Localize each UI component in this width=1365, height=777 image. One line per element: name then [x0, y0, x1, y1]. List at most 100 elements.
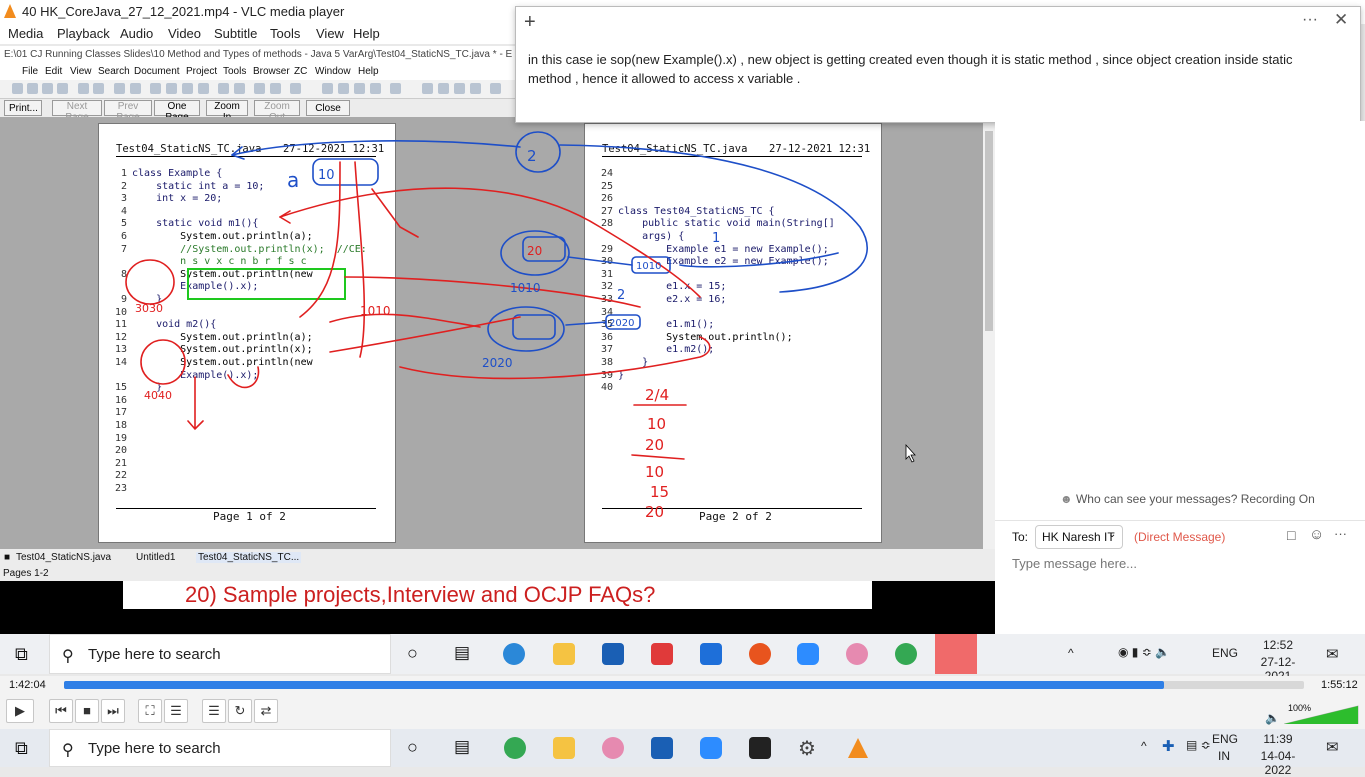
chrome-icon[interactable]: [895, 643, 917, 665]
camera-app-icon[interactable]: [935, 634, 977, 674]
windows-start-icon[interactable]: ⧉: [15, 644, 28, 664]
volume-slider[interactable]: [1284, 704, 1360, 724]
ep-menu-edit[interactable]: Edit: [45, 66, 63, 77]
print-icon[interactable]: [78, 83, 89, 94]
prev-page-button[interactable]: Prev Page: [104, 100, 152, 123]
ruler-icon[interactable]: [390, 83, 401, 94]
menu-tools[interactable]: Tools: [270, 26, 301, 41]
one-page-button[interactable]: One Page: [154, 100, 200, 123]
copy-icon[interactable]: [150, 83, 161, 94]
spell-icon[interactable]: [114, 83, 125, 94]
ep-menu-view[interactable]: View: [70, 66, 92, 77]
next-page-button[interactable]: Next Page: [52, 100, 102, 123]
browser-icon[interactable]: [470, 83, 481, 94]
cut-icon[interactable]: [130, 83, 141, 94]
save-all-icon[interactable]: [57, 83, 68, 94]
tab-test04-staticns[interactable]: Test04_StaticNS.java: [16, 552, 112, 563]
snipping-icon-live[interactable]: [602, 737, 624, 759]
chrome-icon-live[interactable]: [504, 737, 526, 759]
mail-icon[interactable]: [700, 643, 722, 665]
previous-icon[interactable]: ⏮: [49, 699, 73, 723]
ep-menu-file[interactable]: File: [22, 66, 39, 77]
menu-media[interactable]: Media: [8, 26, 44, 41]
who-can-see-messages[interactable]: ☻ Who can see your messages? Recording O…: [1060, 492, 1315, 506]
zoom-out-button[interactable]: Zoom Out: [254, 100, 300, 123]
cortana-icon-live[interactable]: ○: [407, 737, 418, 757]
ep-menu-project[interactable]: Project: [186, 66, 218, 77]
emoji-icon[interactable]: ☺: [1309, 526, 1325, 543]
redo-icon[interactable]: [234, 83, 245, 94]
next-icon[interactable]: ⏭: [101, 699, 125, 723]
recorder-icon[interactable]: [749, 643, 771, 665]
sticky-notes-icon[interactable]: [749, 737, 771, 759]
notification-icon[interactable]: ✉: [1326, 646, 1339, 663]
print-preview-icon[interactable]: [93, 83, 104, 94]
print-button[interactable]: Print...: [4, 100, 42, 116]
edge-icon[interactable]: [503, 643, 525, 665]
playlist-icon[interactable]: ☰: [202, 699, 226, 723]
recorded-search-box[interactable]: ⚲ Type here to search: [49, 634, 391, 674]
menu-playback[interactable]: Playback: [57, 26, 110, 41]
menu-view[interactable]: View: [316, 26, 344, 41]
recipient-select[interactable]: HK Naresh IT ⌄: [1035, 525, 1123, 549]
new-file-icon[interactable]: [12, 83, 23, 94]
save-icon[interactable]: [42, 83, 53, 94]
open-file-icon[interactable]: [27, 83, 38, 94]
help-context-icon[interactable]: [490, 83, 501, 94]
preview-vertical-scrollbar[interactable]: [983, 117, 995, 549]
loop-icon[interactable]: ↻: [228, 699, 252, 723]
tool-icon[interactable]: [454, 83, 465, 94]
scrollbar-thumb[interactable]: [985, 131, 993, 331]
zoom-app-icon-live[interactable]: [700, 737, 722, 759]
task-view-icon-live[interactable]: ▤: [454, 737, 471, 756]
outdent-icon[interactable]: [354, 83, 365, 94]
chat-message-input[interactable]: Type message here...: [1012, 556, 1138, 571]
more-options-icon[interactable]: ···: [1302, 11, 1318, 28]
tab-untitled1[interactable]: Untitled1: [136, 552, 176, 563]
ep-menu-window[interactable]: Window: [315, 66, 351, 77]
zoom-in-button[interactable]: Zoom In: [206, 100, 248, 123]
tray-plus-icon[interactable]: ✚: [1162, 738, 1175, 755]
comment-icon[interactable]: [370, 83, 381, 94]
menu-subtitle[interactable]: Subtitle: [214, 26, 258, 41]
cortana-icon[interactable]: ○: [407, 643, 418, 663]
more-icon[interactable]: ···: [1334, 526, 1347, 541]
zoom-app-icon[interactable]: [797, 643, 819, 665]
file-icon[interactable]: □: [1287, 527, 1296, 543]
tab-test04-staticns-tc[interactable]: Test04_StaticNS_TC...: [196, 552, 302, 563]
windows-start-icon-live[interactable]: ⧉: [15, 738, 28, 758]
window-cascade-icon[interactable]: [438, 83, 449, 94]
font-icon[interactable]: [322, 83, 333, 94]
live-search-box[interactable]: ⚲ Type here to search: [49, 729, 391, 767]
tray-chevron-icon-live[interactable]: ^: [1141, 739, 1147, 753]
indent-icon[interactable]: [338, 83, 349, 94]
shuffle-icon[interactable]: ⇄: [254, 699, 278, 723]
play-button[interactable]: ▶: [6, 699, 34, 723]
live-lang[interactable]: ENG: [1212, 732, 1239, 746]
ep-menu-browser[interactable]: Browser: [253, 66, 290, 77]
fullscreen-icon[interactable]: ⛶: [138, 699, 162, 723]
find-icon[interactable]: [254, 83, 265, 94]
ep-menu-tools[interactable]: Tools: [223, 66, 247, 77]
vlc-taskbar-icon[interactable]: [848, 738, 868, 758]
window-tile-icon[interactable]: [422, 83, 433, 94]
clipboard-icon[interactable]: [182, 83, 193, 94]
ep-menu-document[interactable]: Document: [134, 66, 180, 77]
close-preview-button[interactable]: Close: [306, 100, 350, 116]
file-explorer-icon[interactable]: [553, 643, 575, 665]
ep-menu-help[interactable]: Help: [358, 66, 379, 77]
speaker-icon[interactable]: 🔈: [1265, 711, 1280, 725]
extended-settings-icon[interactable]: ☰: [164, 699, 188, 723]
recorded-lang[interactable]: ENG: [1212, 646, 1239, 660]
snipping-icon[interactable]: [846, 643, 868, 665]
close-icon[interactable]: ✕: [1334, 10, 1349, 29]
word-wrap-icon[interactable]: [290, 83, 301, 94]
menu-video[interactable]: Video: [168, 26, 202, 41]
stop-icon[interactable]: ■: [75, 699, 99, 723]
task-view-icon[interactable]: ▤: [454, 643, 471, 662]
ep-menu-zc[interactable]: ZC: [294, 66, 308, 77]
file-explorer-icon-live[interactable]: [553, 737, 575, 759]
paste-icon[interactable]: [166, 83, 177, 94]
replace-icon[interactable]: [270, 83, 281, 94]
menu-help[interactable]: Help: [353, 26, 380, 41]
